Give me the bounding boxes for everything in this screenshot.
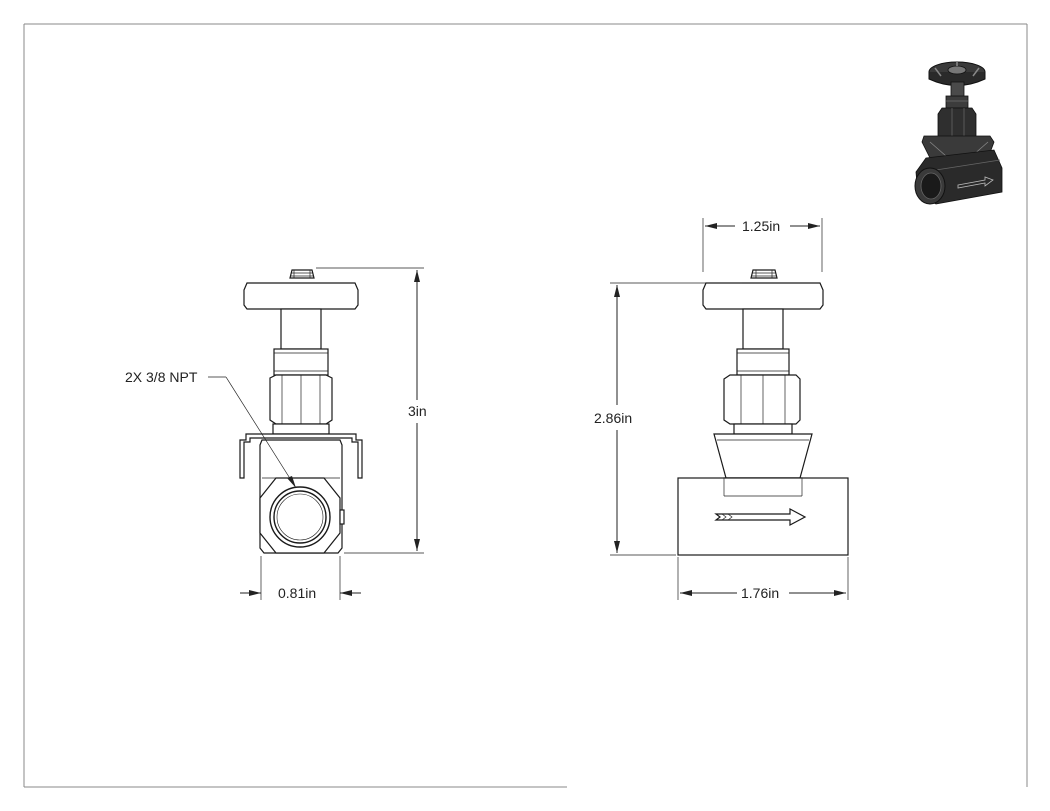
front-bracket xyxy=(239,433,363,479)
sheet-border xyxy=(23,23,1028,788)
side-handwheel xyxy=(702,282,824,310)
side-handle-width-label: 1.25in xyxy=(742,218,780,234)
front-handle-knob xyxy=(289,269,315,279)
ports-callout-label: 2X 3/8 NPT xyxy=(125,369,198,385)
front-height-dimension: 3in xyxy=(316,267,427,554)
front-port-inner xyxy=(273,490,327,544)
front-width-dimension: 0.81in xyxy=(240,556,361,601)
front-handwheel xyxy=(243,282,359,310)
front-height-label: 3in xyxy=(408,403,427,419)
side-body-width-label: 1.76in xyxy=(741,585,779,601)
side-handle-knob xyxy=(750,269,778,279)
front-view xyxy=(239,269,363,554)
side-bonnet-nut xyxy=(723,374,801,425)
side-height-dimension: 2.86in xyxy=(594,282,742,556)
flow-direction-arrow xyxy=(714,508,807,526)
side-stem xyxy=(742,308,784,350)
front-stem xyxy=(280,308,322,350)
front-width-label: 0.81in xyxy=(278,585,316,601)
side-view xyxy=(677,269,849,556)
isometric-valve-thumbnail xyxy=(914,61,1003,205)
side-handle-width-dimension: 1.25in xyxy=(702,218,823,272)
side-body-width-dimension: 1.76in xyxy=(677,557,849,601)
ports-callout: 2X 3/8 NPT xyxy=(125,369,297,489)
side-bracket xyxy=(713,433,813,479)
side-height-label: 2.86in xyxy=(594,410,632,426)
